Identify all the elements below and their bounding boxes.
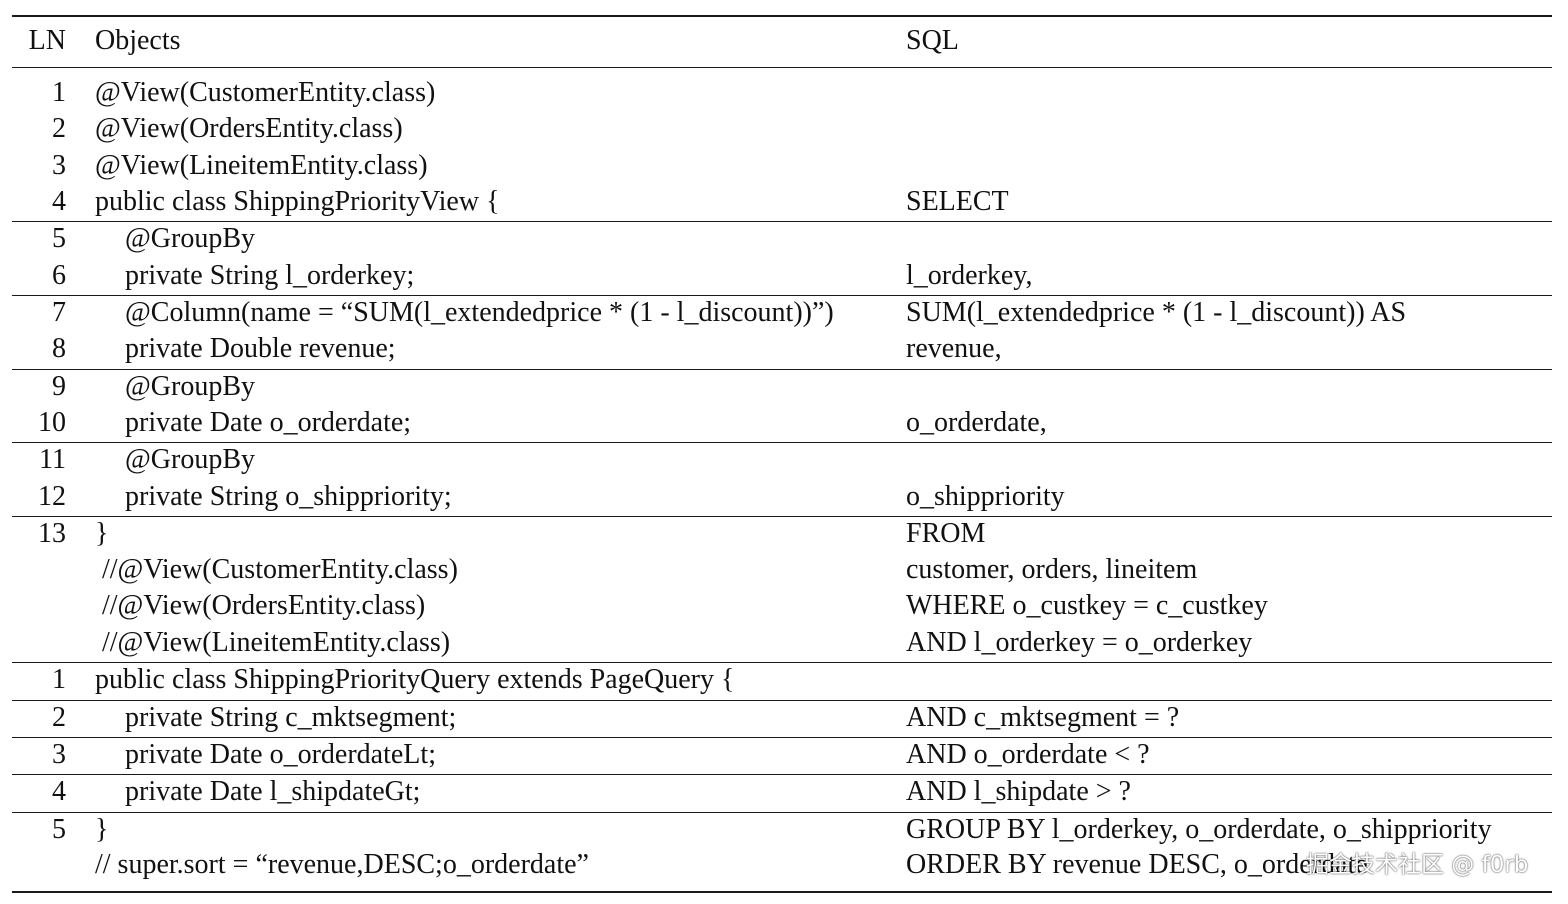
row-sql-code: AND o_orderdate < ? bbox=[906, 739, 1150, 770]
row-objects-code: private String c_mktsegment; bbox=[125, 702, 457, 733]
row-divider bbox=[12, 442, 1552, 444]
row-sql-code: AND l_orderkey = o_orderkey bbox=[906, 627, 1253, 658]
watermark: 掘金技术社区 @ f0rb bbox=[1306, 852, 1529, 878]
row-objects-code: //@View(LineitemEntity.class) bbox=[102, 627, 451, 658]
row-line-number: 9 bbox=[52, 371, 66, 402]
row-divider bbox=[12, 295, 1552, 297]
row-sql-code: SELECT bbox=[906, 186, 1009, 217]
row-line-number: 4 bbox=[52, 186, 66, 217]
row-objects-code: private Double revenue; bbox=[125, 333, 396, 364]
row-objects-code: private Date o_orderdateLt; bbox=[125, 739, 436, 770]
row-line-number: 1 bbox=[52, 664, 66, 695]
header-objects: Objects bbox=[95, 25, 181, 56]
row-objects-code: @GroupBy bbox=[125, 371, 256, 402]
row-objects-code: @GroupBy bbox=[125, 223, 256, 254]
row-line-number: 3 bbox=[52, 150, 66, 181]
row-line-number: 3 bbox=[52, 739, 66, 770]
row-sql-code: AND c_mktsegment = ? bbox=[906, 702, 1180, 733]
row-objects-code: //@View(CustomerEntity.class) bbox=[102, 554, 458, 585]
row-divider bbox=[12, 221, 1552, 223]
row-line-number: 2 bbox=[52, 702, 66, 733]
row-sql-code: SUM(l_extendedprice * (1 - l_discount)) … bbox=[906, 297, 1407, 328]
row-objects-code: @View(CustomerEntity.class) bbox=[95, 77, 436, 108]
row-sql-code: GROUP BY l_orderkey, o_orderdate, o_ship… bbox=[906, 814, 1492, 845]
row-line-number: 12 bbox=[38, 481, 66, 512]
row-objects-code: private Date o_orderdate; bbox=[125, 407, 412, 438]
row-objects-code: private String o_shippriority; bbox=[125, 481, 452, 512]
row-objects-code: @View(LineitemEntity.class) bbox=[95, 150, 428, 181]
row-objects-code: } bbox=[95, 518, 109, 549]
row-sql-code: l_orderkey, bbox=[906, 260, 1033, 291]
row-sql-code: o_orderdate, bbox=[906, 407, 1047, 438]
row-line-number: 11 bbox=[39, 444, 66, 475]
row-line-number: 5 bbox=[52, 814, 66, 845]
row-line-number: 10 bbox=[38, 407, 66, 438]
row-divider bbox=[12, 369, 1552, 371]
row-objects-code: @View(OrdersEntity.class) bbox=[95, 113, 403, 144]
header-rule bbox=[12, 67, 1552, 69]
row-objects-code: } bbox=[95, 814, 109, 845]
row-objects-code: //@View(OrdersEntity.class) bbox=[102, 590, 426, 621]
row-sql-code: ORDER BY revenue DESC, o_orderdate bbox=[906, 849, 1368, 880]
row-divider bbox=[12, 662, 1552, 664]
row-divider bbox=[12, 812, 1552, 814]
row-line-number: 2 bbox=[52, 113, 66, 144]
row-objects-code: @Column(name = “SUM(l_extendedprice * (1… bbox=[125, 297, 834, 328]
row-line-number: 13 bbox=[38, 518, 66, 549]
row-line-number: 8 bbox=[52, 333, 66, 364]
row-divider bbox=[12, 700, 1552, 702]
row-objects-code: private Date l_shipdateGt; bbox=[125, 776, 421, 807]
row-sql-code: customer, orders, lineitem bbox=[906, 554, 1198, 585]
row-sql-code: FROM bbox=[906, 518, 986, 549]
row-objects-code: private String l_orderkey; bbox=[125, 260, 415, 291]
row-divider bbox=[12, 516, 1552, 518]
row-sql-code: WHERE o_custkey = c_custkey bbox=[906, 590, 1268, 621]
row-objects-code: public class ShippingPriorityView { bbox=[95, 186, 500, 217]
row-line-number: 4 bbox=[52, 776, 66, 807]
row-line-number: 5 bbox=[52, 223, 66, 254]
row-divider bbox=[12, 774, 1552, 776]
table-bottom-rule bbox=[12, 891, 1552, 893]
row-objects-code: // super.sort = “revenue,DESC;o_orderdat… bbox=[95, 849, 589, 880]
row-sql-code: o_shippriority bbox=[906, 481, 1065, 512]
row-line-number: 1 bbox=[52, 77, 66, 108]
row-objects-code: public class ShippingPriorityQuery exten… bbox=[95, 664, 735, 695]
row-objects-code: @GroupBy bbox=[125, 444, 256, 475]
row-line-number: 7 bbox=[52, 297, 66, 328]
table-top-rule bbox=[12, 15, 1552, 17]
header-sql: SQL bbox=[906, 25, 959, 56]
row-line-number: 6 bbox=[52, 260, 66, 291]
row-divider bbox=[12, 737, 1552, 739]
header-ln: LN bbox=[28, 25, 66, 56]
row-sql-code: AND l_shipdate > ? bbox=[906, 776, 1131, 807]
row-sql-code: revenue, bbox=[906, 333, 1002, 364]
